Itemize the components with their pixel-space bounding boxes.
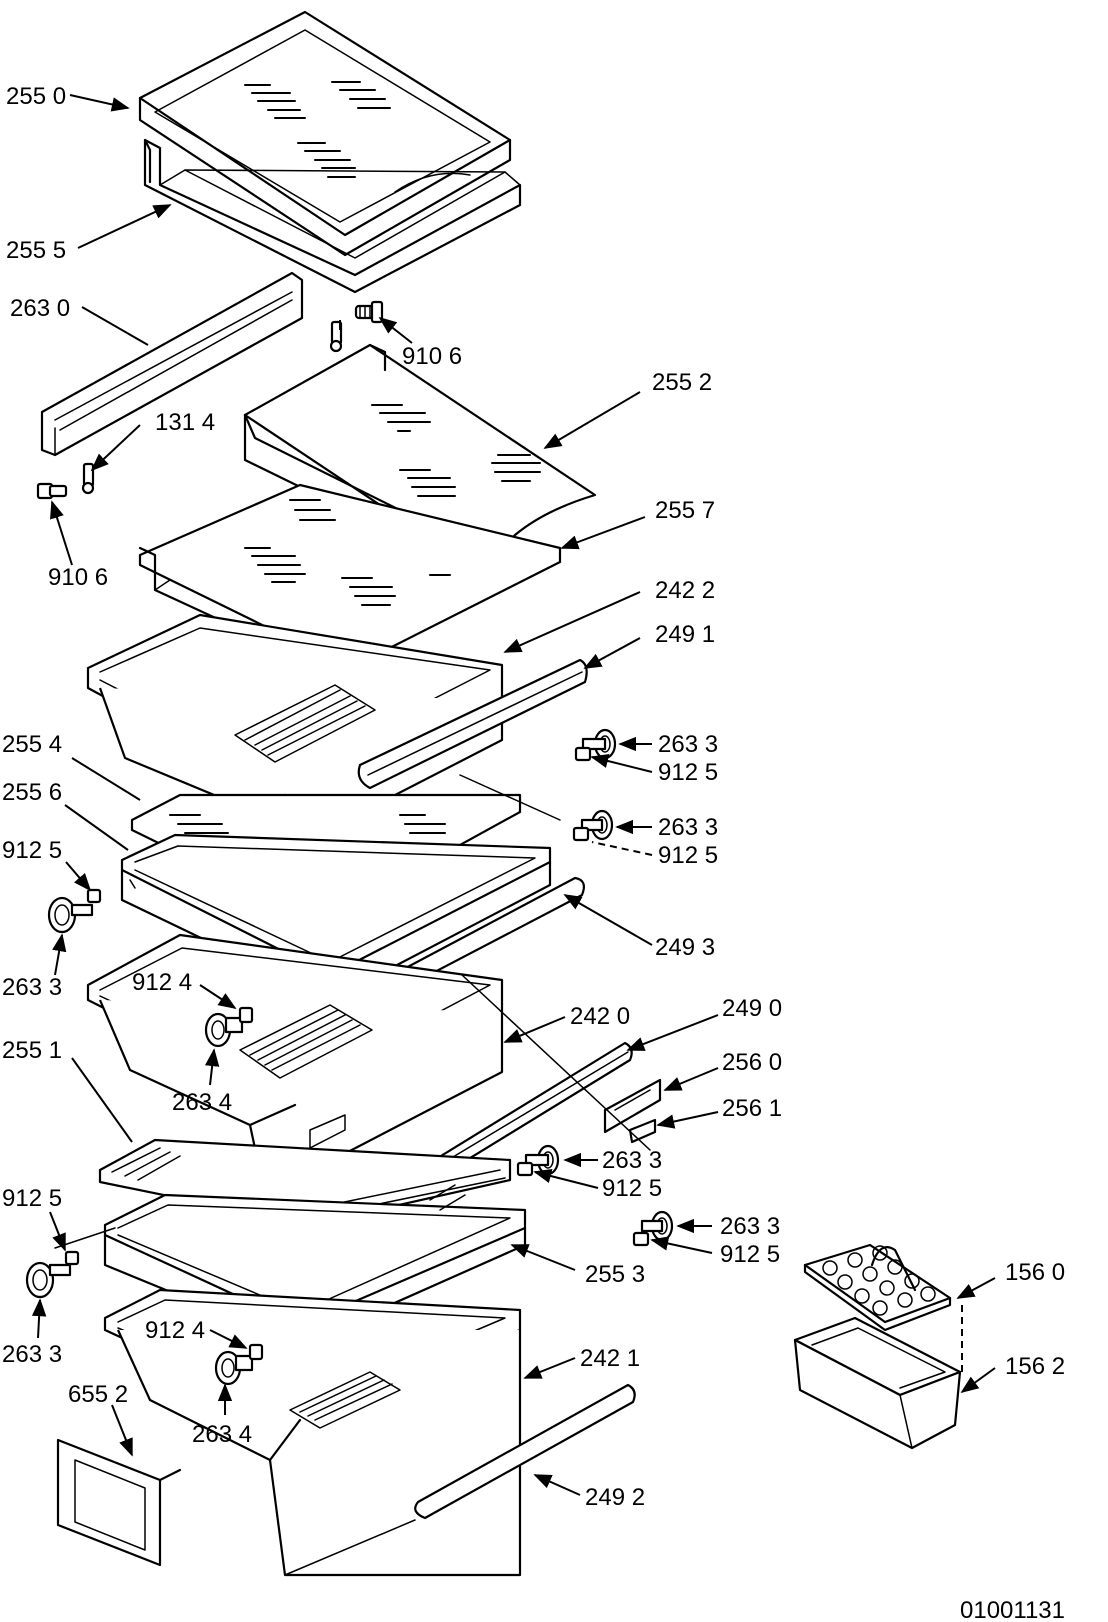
roller-2633-d	[524, 1144, 560, 1176]
callout-2556: 255 6	[2, 779, 62, 806]
bracket-1314-lower	[81, 462, 95, 495]
callout-2553: 255 3	[585, 1261, 645, 1288]
roller-2633-c	[47, 896, 94, 934]
callout-9124-a: 912 4	[132, 969, 192, 996]
rail-2630	[40, 271, 304, 457]
glass-hatch-2550	[244, 81, 391, 178]
callout-2554: 255 4	[2, 731, 62, 758]
screw-9106-left	[36, 482, 68, 500]
roller-2633-e	[640, 1210, 674, 1242]
callout-2633-d: 263 3	[602, 1147, 662, 1174]
callout-2633-e: 263 3	[720, 1213, 780, 1240]
egg-bin-1562	[793, 1316, 962, 1450]
callout-2490: 249 0	[722, 995, 782, 1022]
callout-9106-left: 910 6	[48, 564, 108, 591]
screw-9125-c	[86, 888, 102, 904]
glass-2551	[98, 1138, 512, 1227]
callout-1560: 156 0	[1005, 1259, 1065, 1286]
bracket-2560	[603, 1078, 662, 1134]
clip-2561	[628, 1118, 657, 1144]
drawer-grille-2421	[289, 1371, 401, 1429]
shelf-2552	[243, 343, 597, 572]
diagram-id: 01001131	[960, 1597, 1065, 1622]
roller-2634-b	[214, 1350, 254, 1386]
callout-9125-a: 912 5	[658, 759, 718, 786]
shelf-glass-2550	[138, 10, 512, 257]
callout-2557: 255 7	[655, 497, 715, 524]
callout-1562: 156 2	[1005, 1353, 1065, 1380]
callout-9125-d: 912 5	[602, 1175, 662, 1202]
glass-hatch-2552	[371, 404, 541, 521]
nut-9124-a	[238, 1006, 254, 1024]
screw-9125-e	[632, 1231, 650, 1247]
callout-9125-e: 912 5	[2, 1185, 62, 1212]
callout-9125-b: 912 5	[658, 842, 718, 869]
screw-9125-b	[572, 826, 590, 842]
callout-2630: 263 0	[10, 295, 70, 322]
callout-2633-c: 263 3	[2, 974, 62, 1001]
callout-2555: 255 5	[6, 237, 66, 264]
callout-9125-f: 912 5	[720, 1241, 780, 1268]
label-holder-6552	[56, 1438, 182, 1567]
callout-2633-b: 263 3	[658, 814, 718, 841]
callout-2420: 242 0	[570, 1003, 630, 1030]
callout-labels: 255 0 255 5 263 0 910 6 255 2 131 4 910 …	[2, 83, 1065, 1622]
roller-2634-a	[204, 1012, 244, 1048]
callout-2552: 255 2	[652, 369, 712, 396]
callout-2561: 256 1	[722, 1095, 782, 1122]
callout-9106-top: 910 6	[402, 343, 462, 370]
callout-2421: 242 1	[580, 1345, 640, 1372]
callout-2551: 255 1	[2, 1037, 62, 1064]
frame-2553	[103, 1184, 527, 1347]
trim-2492	[414, 1383, 636, 1520]
egg-tray-1560	[803, 1243, 952, 1332]
callout-9125-c: 912 5	[2, 837, 62, 864]
bracket-1314-upper	[329, 320, 343, 353]
callout-2491: 249 1	[655, 621, 715, 648]
drawer-grille-2422	[234, 684, 376, 763]
shelf-2557	[138, 483, 562, 682]
callout-9124-b: 912 4	[145, 1317, 205, 1344]
callout-2550: 255 0	[6, 83, 66, 110]
roller-2633-f	[25, 1261, 72, 1299]
glass-hatch-2557	[244, 499, 451, 606]
nut-9124-b	[248, 1343, 264, 1361]
callout-6552: 655 2	[68, 1381, 128, 1408]
screw-9125-f	[64, 1250, 80, 1266]
callout-1314: 131 4	[155, 409, 215, 436]
screw-9125-a	[574, 746, 592, 762]
callout-2633-a: 263 3	[658, 731, 718, 758]
leader-lines	[31, 94, 996, 1496]
callout-2634-b: 263 4	[192, 1421, 252, 1448]
roller-2633-b	[580, 809, 614, 841]
screw-9106-top	[354, 300, 384, 324]
callout-2493: 249 3	[655, 934, 715, 961]
drawer-grille-2420	[239, 1004, 373, 1079]
callout-2422: 242 2	[655, 577, 715, 604]
callout-2492: 249 2	[585, 1484, 645, 1511]
shelf-frame-2555	[143, 138, 522, 294]
screw-9125-d	[516, 1161, 534, 1177]
callout-2633-f: 263 3	[2, 1341, 62, 1368]
callout-2560: 256 0	[722, 1049, 782, 1076]
callout-2634-a: 263 4	[172, 1089, 232, 1116]
